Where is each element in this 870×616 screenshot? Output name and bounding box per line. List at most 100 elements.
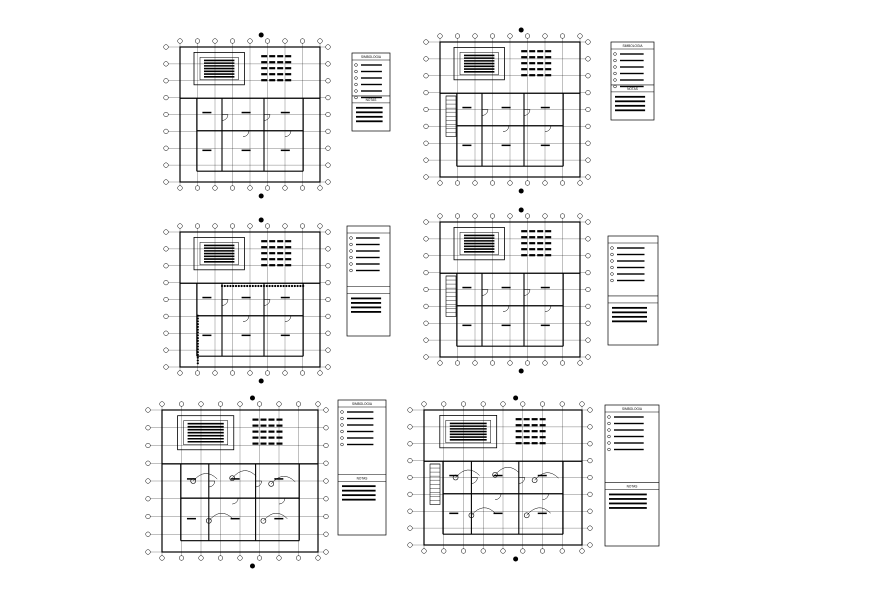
pool-outline [193,52,245,86]
note-text-mark [342,485,376,488]
grid-bubble [585,354,591,360]
planter-dot [196,359,199,362]
door-swing [232,497,239,505]
door-swing [544,125,552,132]
room-label-mark [202,334,212,337]
grid-bubble [325,364,331,370]
legend-text-mark [614,435,644,438]
legend-symbol [354,63,358,67]
pool-inner [459,232,499,256]
planter-dot [260,284,263,288]
parking-stall-mark [277,67,284,70]
planter-dot [196,353,199,356]
grid-bubble [579,401,585,407]
room-label-mark [540,144,550,147]
grid-bubble [585,174,591,180]
room-label-mark [274,517,284,520]
grid-bubble [454,213,461,219]
grid-bubble [579,548,585,554]
grid-bubble [194,370,201,376]
parking-stall-mark [261,264,268,267]
planter-dot [271,284,274,288]
grid-bubble [163,313,169,319]
grid-bubble [323,407,329,413]
grid-bubble [163,296,169,303]
grid-bubble [212,185,218,191]
floor-plan-2 [423,27,591,194]
legend-symbol [340,423,344,427]
legend-symbol [607,415,611,419]
grid-bubble [264,185,271,191]
grid-bubble [212,38,218,44]
grid-bubble [454,180,461,186]
grid-bubble [325,162,331,168]
parking-stall-mark [277,79,284,82]
planter-dot [251,284,254,288]
grid-bubble [145,425,151,431]
grid-bubble [407,474,413,481]
grid-bubble [299,370,306,376]
parking-stall-mark [529,56,536,59]
grid-bubble [177,223,183,229]
north-marker [518,207,524,213]
parking-stall-mark [261,61,268,64]
parking-stall-mark [521,62,528,65]
grid-bubble [407,508,413,514]
legend-symbol [613,58,617,63]
grid-bubble [217,401,224,407]
legend-text-mark [361,96,382,99]
legend-symbol [340,442,344,447]
door-swing [255,480,262,488]
parking-stall-mark [529,248,536,251]
grid-bubble [441,548,447,554]
planter-dot [274,284,277,288]
parking-stall-mark [268,442,275,445]
planter-dot [265,284,268,288]
door-swing [523,109,531,116]
door-swing [502,125,510,132]
parking-stall-mark [277,73,284,76]
grid-bubble [423,236,429,242]
parking-stall-mark [545,62,552,65]
grid-bubble [159,555,165,561]
parking-stall-mark [529,230,536,233]
planter-dot [246,284,249,288]
grid-bubble [276,555,282,561]
room-label-mark [537,474,547,477]
grid-bubble [480,401,486,407]
pool-outline [453,47,505,81]
parking-stall-mark [521,242,528,245]
wiring-arc [263,513,288,521]
grid-bubble [247,370,253,376]
legend-text-mark [620,79,644,81]
parking-stall-mark [545,50,552,53]
grid-bubble [163,128,169,134]
parking-stall-mark [529,254,536,257]
pool-inner [459,52,499,76]
grid-bubble [325,263,331,269]
legend-panel-3 [346,225,391,337]
planter-dot [196,348,199,351]
door-swing [495,493,502,500]
grid-bubble [472,180,478,186]
grid-bubble [145,407,151,413]
floor-plan-1 [163,32,331,199]
planter-dot [243,284,246,288]
legend-symbol [610,272,614,276]
legend-title-symbology: SIMBOLOGIA [622,407,643,411]
parking-stall-mark [261,240,268,243]
legend-text-mark [356,237,380,239]
planter-dot [196,334,199,337]
legend-symbol [354,89,358,93]
legend-text-mark [356,256,380,259]
parking-stall-mark [523,418,530,421]
grid-bubble [282,370,288,376]
grid-bubble [194,38,201,44]
room-label-mark [202,149,212,152]
room-label-mark [280,111,290,114]
planter-dot [248,284,252,288]
parking-stall-mark [260,442,267,445]
grid-bubble [247,223,253,229]
grid-bubble [163,229,169,235]
